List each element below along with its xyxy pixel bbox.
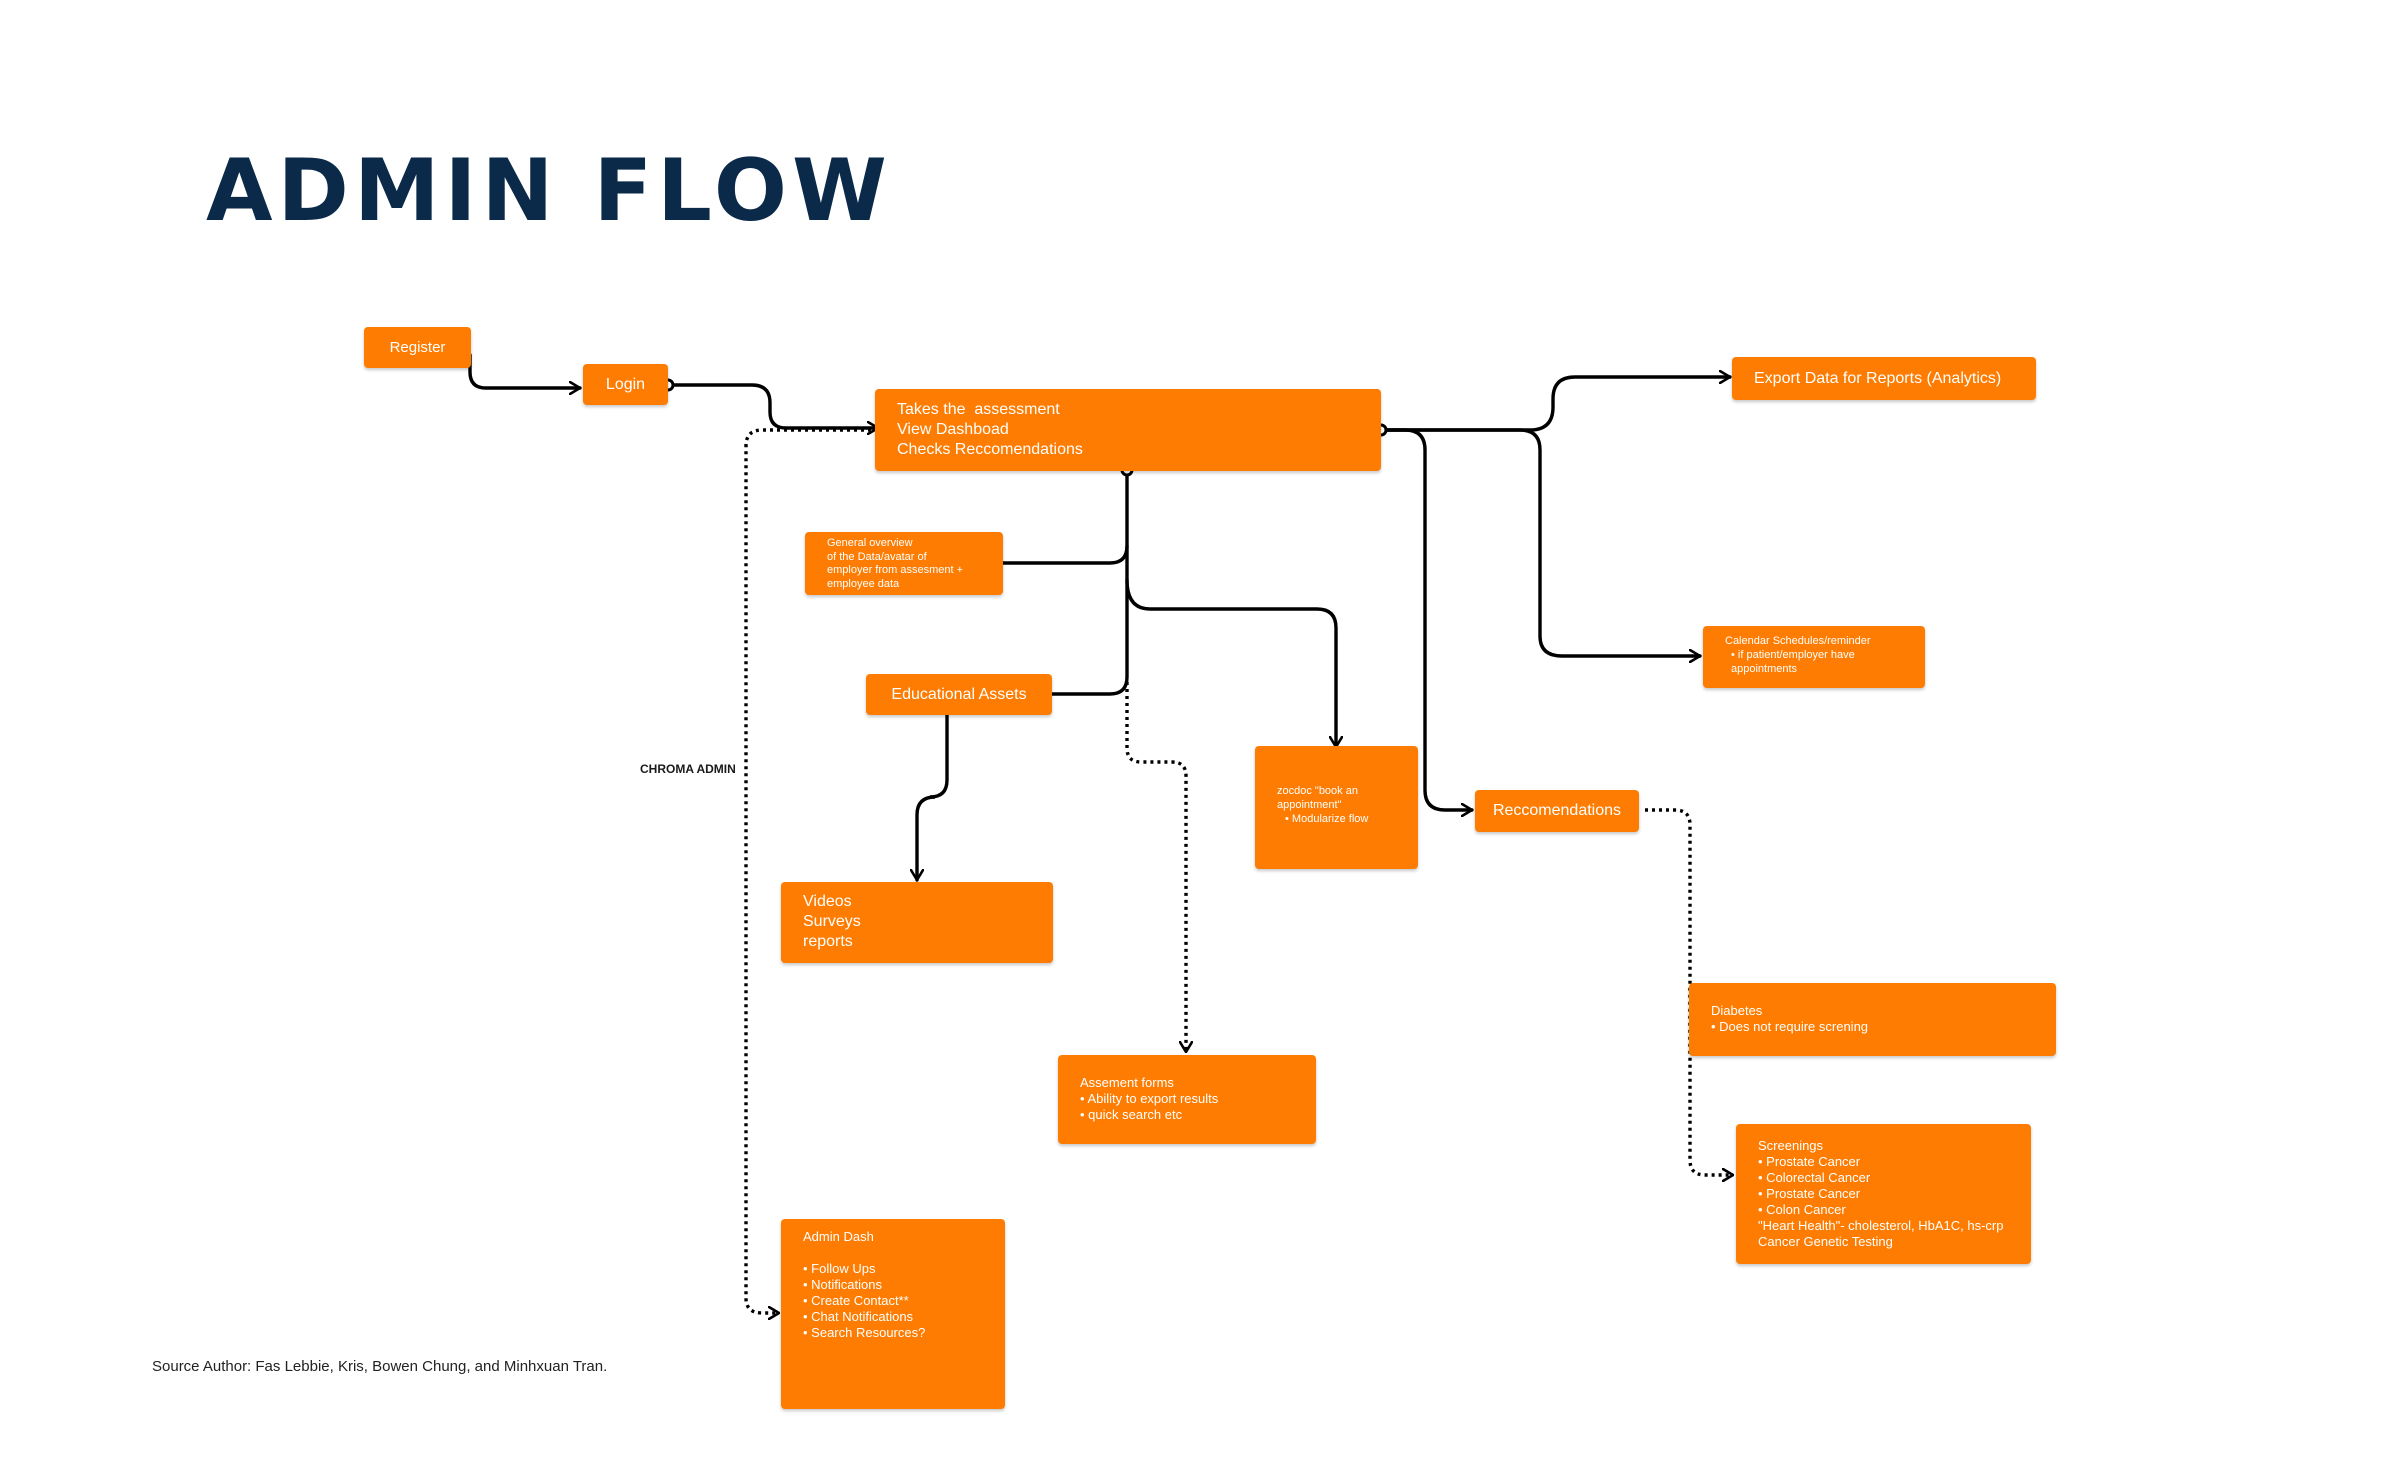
connector-register-login: [468, 353, 582, 388]
connector-main-recommendations: [1379, 428, 1474, 810]
page-title: ADMIN FLOW: [206, 141, 892, 241]
admin-dash-node[interactable]: Admin Dash Follow Ups Notifications Crea…: [781, 1219, 1005, 1409]
login-node[interactable]: Login: [583, 364, 668, 405]
login-label: Login: [605, 375, 646, 393]
connector-main-export: [1379, 377, 1732, 432]
educational-assets-label: Educational Assets: [891, 685, 1027, 703]
screenings-extra-2: Cancer Genetic Testing: [1758, 1234, 1893, 1249]
zocdoc-text: zocdoc "book an appointment": [1277, 785, 1358, 811]
overview-line-2: of the Data/avatar of: [827, 550, 927, 563]
main-line-2: View Dashboad: [897, 421, 1009, 438]
overview-line-4: employee data: [827, 577, 900, 590]
admin-dash-bullet: Search Resources?: [803, 1325, 983, 1341]
screenings-extra-1: "Heart Health"- cholesterol, HbA1C, hs-c…: [1758, 1218, 2004, 1233]
chroma-admin-label: CHROMA ADMIN: [640, 762, 736, 776]
connector-recommendations-screenings: [1645, 808, 1733, 1175]
screenings-bullet: Colorectal Cancer: [1758, 1170, 2009, 1186]
connector-main-educational: [1026, 544, 1129, 694]
zocdoc-node[interactable]: zocdoc "book an appointment" Modularize …: [1255, 746, 1418, 869]
calendar-title: Calendar Schedules/reminder: [1725, 635, 1871, 647]
zocdoc-bullet: Modularize flow: [1285, 812, 1396, 826]
admin-dash-bullet: Notifications: [803, 1277, 983, 1293]
assessment-forms-bullet: Ability to export results: [1080, 1091, 1294, 1107]
screenings-node[interactable]: Screenings Prostate Cancer Colorectal Ca…: [1736, 1124, 2031, 1264]
connector-main-zocdoc: [1125, 578, 1336, 749]
register-node[interactable]: Register: [364, 327, 471, 368]
admin-dash-bullets: Follow Ups Notifications Create Contact*…: [803, 1261, 983, 1341]
connector-login-main: [666, 383, 880, 428]
assessment-forms-title: Assement forms: [1080, 1075, 1174, 1090]
admin-dash-bullet: Follow Ups: [803, 1261, 983, 1277]
main-line-1: Takes the assessment: [897, 401, 1060, 418]
media-line-3: reports: [803, 933, 853, 950]
source-author-footer: Source Author: Fas Lebbie, Kris, Bowen C…: [152, 1358, 608, 1375]
register-label: Register: [389, 339, 446, 356]
screenings-bullet: Prostate Cancer: [1758, 1186, 2009, 1202]
data-overview-node[interactable]: General overview of the Data/avatar of e…: [805, 532, 1003, 595]
export-data-node[interactable]: Export Data for Reports (Analytics): [1732, 357, 2036, 400]
admin-dash-title: Admin Dash: [803, 1229, 874, 1244]
admin-dash-bullet: Create Contact**: [803, 1293, 983, 1309]
screenings-bullet: Colon Cancer: [1758, 1202, 2009, 1218]
main-line-3: Checks Reccomendations: [897, 441, 1083, 458]
calendar-bullet: if patient/employer have appointments: [1731, 648, 1903, 676]
assessment-forms-bullet: quick search etc: [1080, 1107, 1294, 1123]
educational-assets-node[interactable]: Educational Assets: [866, 674, 1052, 715]
zocdoc-bullets: Modularize flow: [1277, 812, 1396, 826]
diabetes-bullets: Does not require screning: [1711, 1019, 2034, 1035]
recommendations-label: Reccomendations: [1492, 802, 1622, 819]
media-node[interactable]: Videos Surveys reports: [781, 882, 1053, 963]
assessment-forms-node[interactable]: Assement forms Ability to export results…: [1058, 1055, 1316, 1144]
connector-main-assessment-forms: [1125, 682, 1186, 1052]
calendar-node[interactable]: Calendar Schedules/reminder if patient/e…: [1703, 626, 1925, 688]
media-line-2: Surveys: [803, 913, 861, 930]
screenings-title: Screenings: [1758, 1138, 1824, 1153]
screenings-bullets: Prostate Cancer Colorectal Cancer Prosta…: [1758, 1154, 2009, 1218]
screenings-bullet: Prostate Cancer: [1758, 1154, 2009, 1170]
connector-main-calendar: [1379, 428, 1702, 656]
admin-dash-bullet: Chat Notifications: [803, 1309, 983, 1325]
main-assessment-node[interactable]: Takes the assessment View Dashboad Check…: [875, 389, 1381, 471]
export-data-label: Export Data for Reports (Analytics): [1754, 370, 2002, 387]
diabetes-title: Diabetes: [1711, 1003, 1763, 1018]
connector-educational-media: [917, 712, 949, 882]
media-line-1: Videos: [803, 893, 852, 910]
diabetes-bullet: Does not require screning: [1711, 1019, 2034, 1035]
assessment-forms-bullets: Ability to export results quick search e…: [1080, 1091, 1294, 1123]
overview-line-1: General overview: [827, 537, 913, 549]
diabetes-node[interactable]: Diabetes Does not require screning: [1689, 983, 2056, 1056]
overview-line-3: employer from assesment +: [827, 564, 964, 576]
connector-main-admin-dash: [744, 428, 878, 1313]
calendar-bullets: if patient/employer have appointments: [1725, 648, 1903, 676]
recommendations-node[interactable]: Reccomendations: [1475, 790, 1639, 832]
